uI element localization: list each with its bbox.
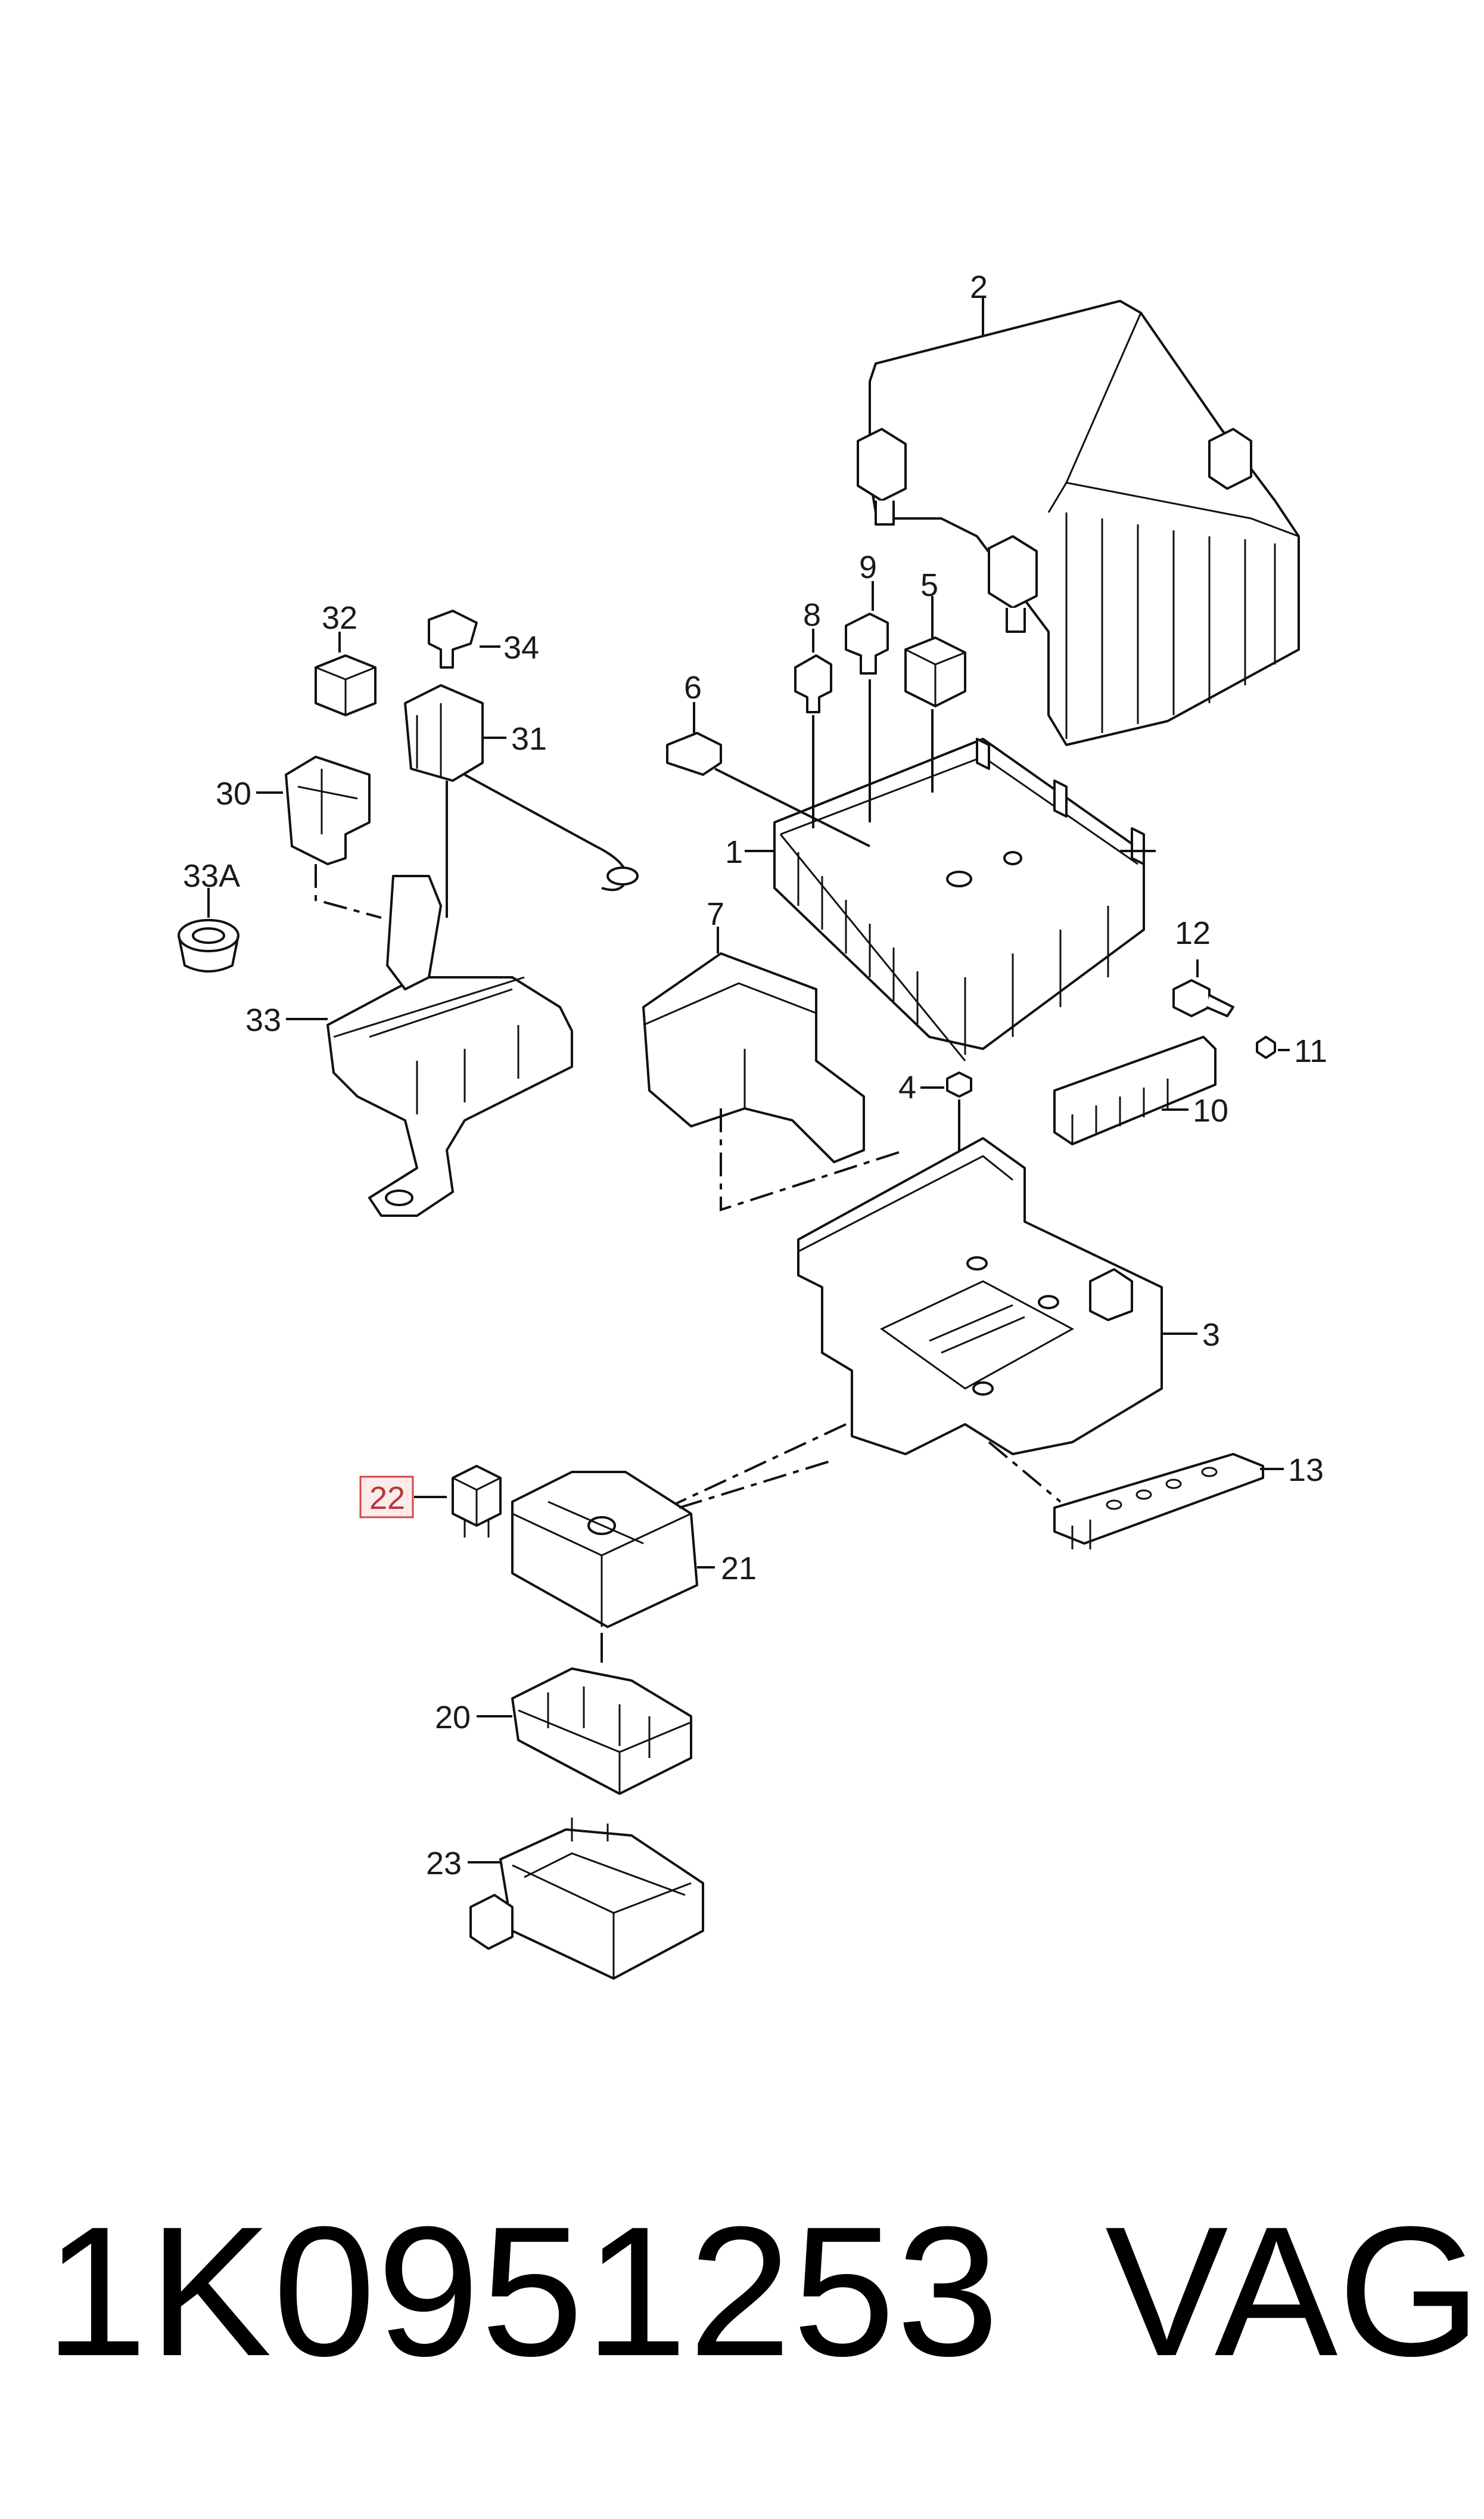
callout-34: 34 <box>503 630 539 666</box>
part-12-screw <box>1172 979 1234 1017</box>
callout-10: 10 <box>1193 1093 1228 1129</box>
part-33-bracket <box>326 875 573 1217</box>
callout-33: 33 <box>245 1002 281 1038</box>
callout-22[interactable]: 22 <box>369 1480 405 1516</box>
callout-13: 13 <box>1288 1452 1324 1488</box>
part-34-fuse <box>428 610 478 669</box>
part-32-relay <box>315 654 377 716</box>
callout-1: 1 <box>725 834 743 870</box>
part-7-cover <box>642 952 906 1212</box>
part-33a-grommet <box>178 919 239 973</box>
callout-31: 31 <box>511 721 547 757</box>
part-11-nut <box>1256 1036 1276 1059</box>
part-6-clip <box>666 732 870 847</box>
callout-8: 8 <box>803 597 821 633</box>
callout-3: 3 <box>1202 1317 1220 1353</box>
part-2-cover <box>857 300 1300 746</box>
callout-33a: 33A <box>183 858 240 894</box>
callout-30: 30 <box>216 776 251 812</box>
part-23-housing <box>469 1818 704 1980</box>
leader-lines <box>207 298 1290 1863</box>
part-31-holder <box>404 684 639 918</box>
part-1-fusebox <box>773 738 1145 1061</box>
part-22-relay[interactable] <box>452 1465 502 1538</box>
callout-32: 32 <box>322 600 357 636</box>
part-number: 1K0951253 <box>45 2188 1001 2394</box>
callout-22-highlight <box>359 1476 414 1518</box>
callout-11: 11 <box>1294 1033 1327 1069</box>
callout-9: 9 <box>859 549 877 585</box>
callout-6: 6 <box>684 670 702 706</box>
callout-labels: 2 1 9 5 8 6 7 12 11 4 10 3 13 32 34 31 3… <box>183 269 1327 1881</box>
callout-5: 5 <box>920 567 938 603</box>
brand-label: VAG <box>1105 2188 1482 2394</box>
callout-20: 20 <box>435 1700 471 1735</box>
part-20-connector <box>511 1667 692 1795</box>
callout-23: 23 <box>426 1846 462 1881</box>
callout-7: 7 <box>707 896 724 932</box>
part-8-fuse <box>794 654 832 828</box>
part-9-fuse <box>845 613 889 822</box>
callout-21: 21 <box>721 1551 757 1586</box>
part-5-relay <box>904 636 966 793</box>
callout-2: 2 <box>970 269 988 305</box>
callout-4: 4 <box>898 1070 916 1105</box>
part-3-tray <box>667 1137 1163 1509</box>
part-13-strip <box>1053 1453 1264 1549</box>
part-21-fuse-holder <box>511 1459 835 1663</box>
part-30-connector <box>285 756 382 919</box>
part-10-busbar <box>1053 1036 1217 1145</box>
callout-12: 12 <box>1175 915 1211 951</box>
